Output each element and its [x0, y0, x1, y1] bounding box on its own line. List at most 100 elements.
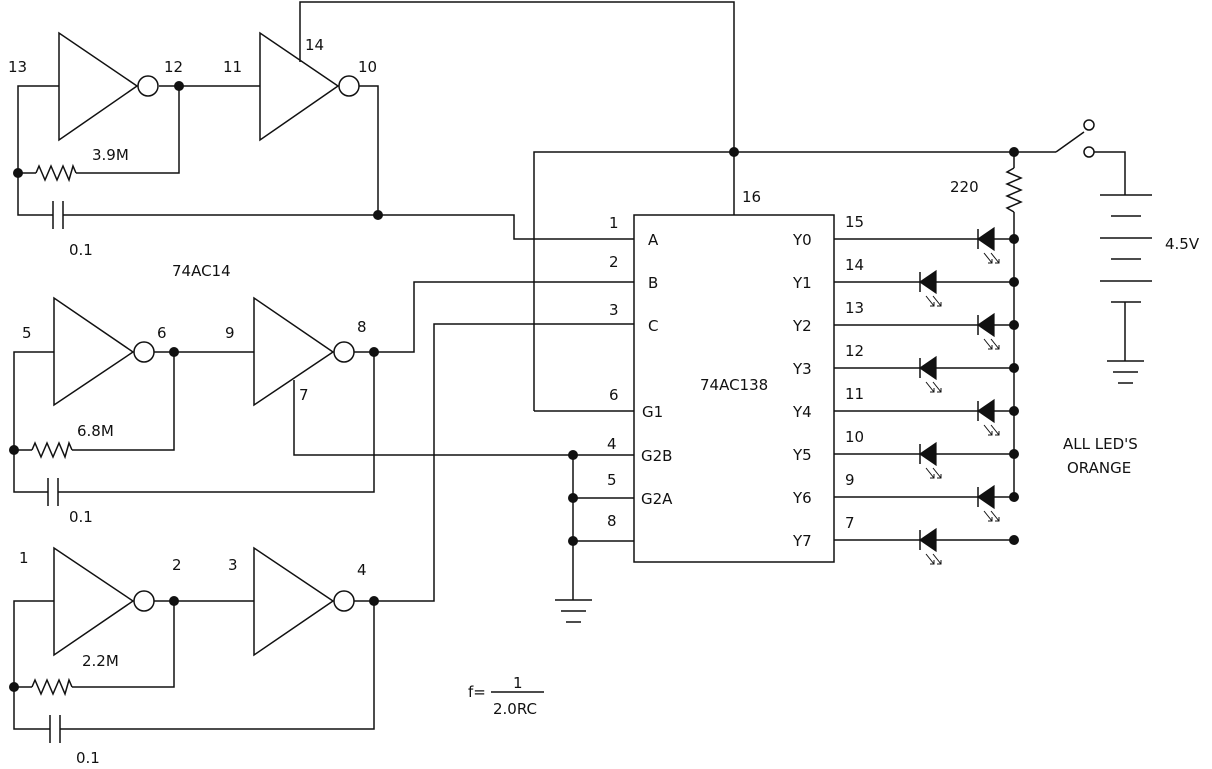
pin-label: 7: [299, 386, 309, 404]
output-name: Y6: [792, 489, 812, 507]
wire: [354, 281, 634, 353]
light-arrow-icon: [925, 553, 935, 565]
output-name: Y2: [792, 317, 812, 335]
output-name: Y3: [792, 360, 812, 378]
pin-label: 1: [19, 549, 29, 567]
output-pin-number: 13: [845, 299, 864, 317]
light-arrow-icon: [925, 295, 935, 307]
junction-dot: [568, 450, 578, 460]
input-name: G1: [642, 403, 663, 421]
ic-label-74ac14: 74AC14: [172, 262, 231, 280]
pin-label: 3: [228, 556, 238, 574]
wire: [72, 352, 175, 451]
input-name: C: [648, 317, 658, 335]
light-arrow-icon: [930, 388, 935, 393]
pin-label: 13: [8, 58, 27, 76]
light-arrow-icon: [988, 345, 993, 350]
resistor-2-2m: [31, 677, 73, 697]
inverter-bubble: [133, 590, 155, 612]
wire: [13, 600, 54, 730]
light-arrow-icon: [932, 381, 942, 393]
pin-label: 5: [22, 324, 32, 342]
battery: [1100, 194, 1152, 303]
pin-label: 12: [164, 58, 183, 76]
formula-lhs: f=: [468, 683, 486, 701]
led-icon: [976, 226, 995, 252]
junction-dot: [568, 493, 578, 503]
resistor-220: [1005, 167, 1023, 213]
junction-dot: [9, 445, 19, 455]
led-icon: [976, 398, 995, 424]
pin-label: 10: [358, 58, 377, 76]
frequency-formula: f= 1 2.0RC: [468, 674, 544, 718]
input-name: G2A: [641, 490, 673, 508]
wire: [58, 352, 375, 493]
light-arrow-icon: [990, 510, 1000, 522]
light-arrow-icon: [983, 424, 993, 436]
ground-symbol: [1107, 360, 1144, 384]
output-pin-number: 9: [845, 471, 855, 489]
junction-dot: [169, 347, 179, 357]
decoder-74ac138: 74AC138 16 1 2 3 6 4 5 8 A B C G1 G2B G2…: [533, 147, 1056, 623]
resistor-3-9m: [35, 163, 77, 183]
wire: [17, 85, 59, 216]
inverter-bubble: [333, 590, 355, 612]
wire: [76, 86, 180, 174]
resistor-value: 3.9M: [92, 146, 129, 164]
switch-lever: [1055, 131, 1085, 153]
output-pin-number: 11: [845, 385, 864, 403]
power-supply: 220 4.5V ALL LED'S ORANGE: [950, 119, 1200, 498]
input-name: A: [648, 231, 659, 249]
output-name: Y7: [792, 532, 812, 550]
output-name: Y5: [792, 446, 812, 464]
light-arrow-icon: [930, 474, 935, 479]
input-name: G2B: [641, 447, 672, 465]
ic-label-74ac138: 74AC138: [700, 376, 768, 394]
inverter-13-12: [58, 31, 139, 142]
junction-dot: [9, 682, 19, 692]
light-arrow-icon: [937, 302, 942, 307]
pin-label: 6: [157, 324, 167, 342]
wire: [63, 214, 634, 240]
pin-number: 1: [609, 214, 619, 232]
pin-number: 2: [609, 253, 619, 271]
light-arrow-icon: [937, 474, 942, 479]
capacitor-value: 0.1: [69, 241, 93, 259]
light-arrow-icon: [932, 295, 942, 307]
vcc-wire: [299, 1, 735, 215]
wire: [359, 85, 379, 215]
light-arrow-icon: [925, 467, 935, 479]
pin-number: 4: [607, 435, 617, 453]
ground-symbol: [555, 599, 592, 623]
ic-body-74ac138: [633, 214, 835, 563]
light-arrow-icon: [932, 467, 942, 479]
inverter-11-10: [259, 31, 340, 142]
light-arrow-icon: [995, 517, 1000, 522]
junction-dot: [729, 147, 739, 157]
output-pin-number: 7: [845, 514, 855, 532]
light-arrow-icon: [990, 338, 1000, 350]
gnd-wire: [293, 380, 634, 456]
led-icon: [918, 441, 937, 467]
wire: [60, 601, 375, 730]
pin-label: 11: [223, 58, 242, 76]
resistor-value: 220: [950, 178, 979, 196]
light-arrow-icon: [983, 510, 993, 522]
output-name: Y1: [792, 274, 812, 292]
light-arrow-icon: [995, 431, 1000, 436]
light-arrow-icon: [988, 259, 993, 264]
inverter-1-2: [53, 546, 135, 657]
resistor-6-8m: [31, 440, 73, 460]
formula-numerator: 1: [513, 674, 523, 692]
led-icon: [918, 527, 937, 553]
pin-label: 14: [305, 36, 324, 54]
inverter-5-6: [53, 296, 135, 407]
light-arrow-icon: [988, 517, 993, 522]
inverter-bubble: [137, 75, 159, 97]
pin-number: 5: [607, 471, 617, 489]
output-pin-number: 14: [845, 256, 864, 274]
light-arrow-icon: [983, 338, 993, 350]
pin-number: 8: [607, 512, 617, 530]
